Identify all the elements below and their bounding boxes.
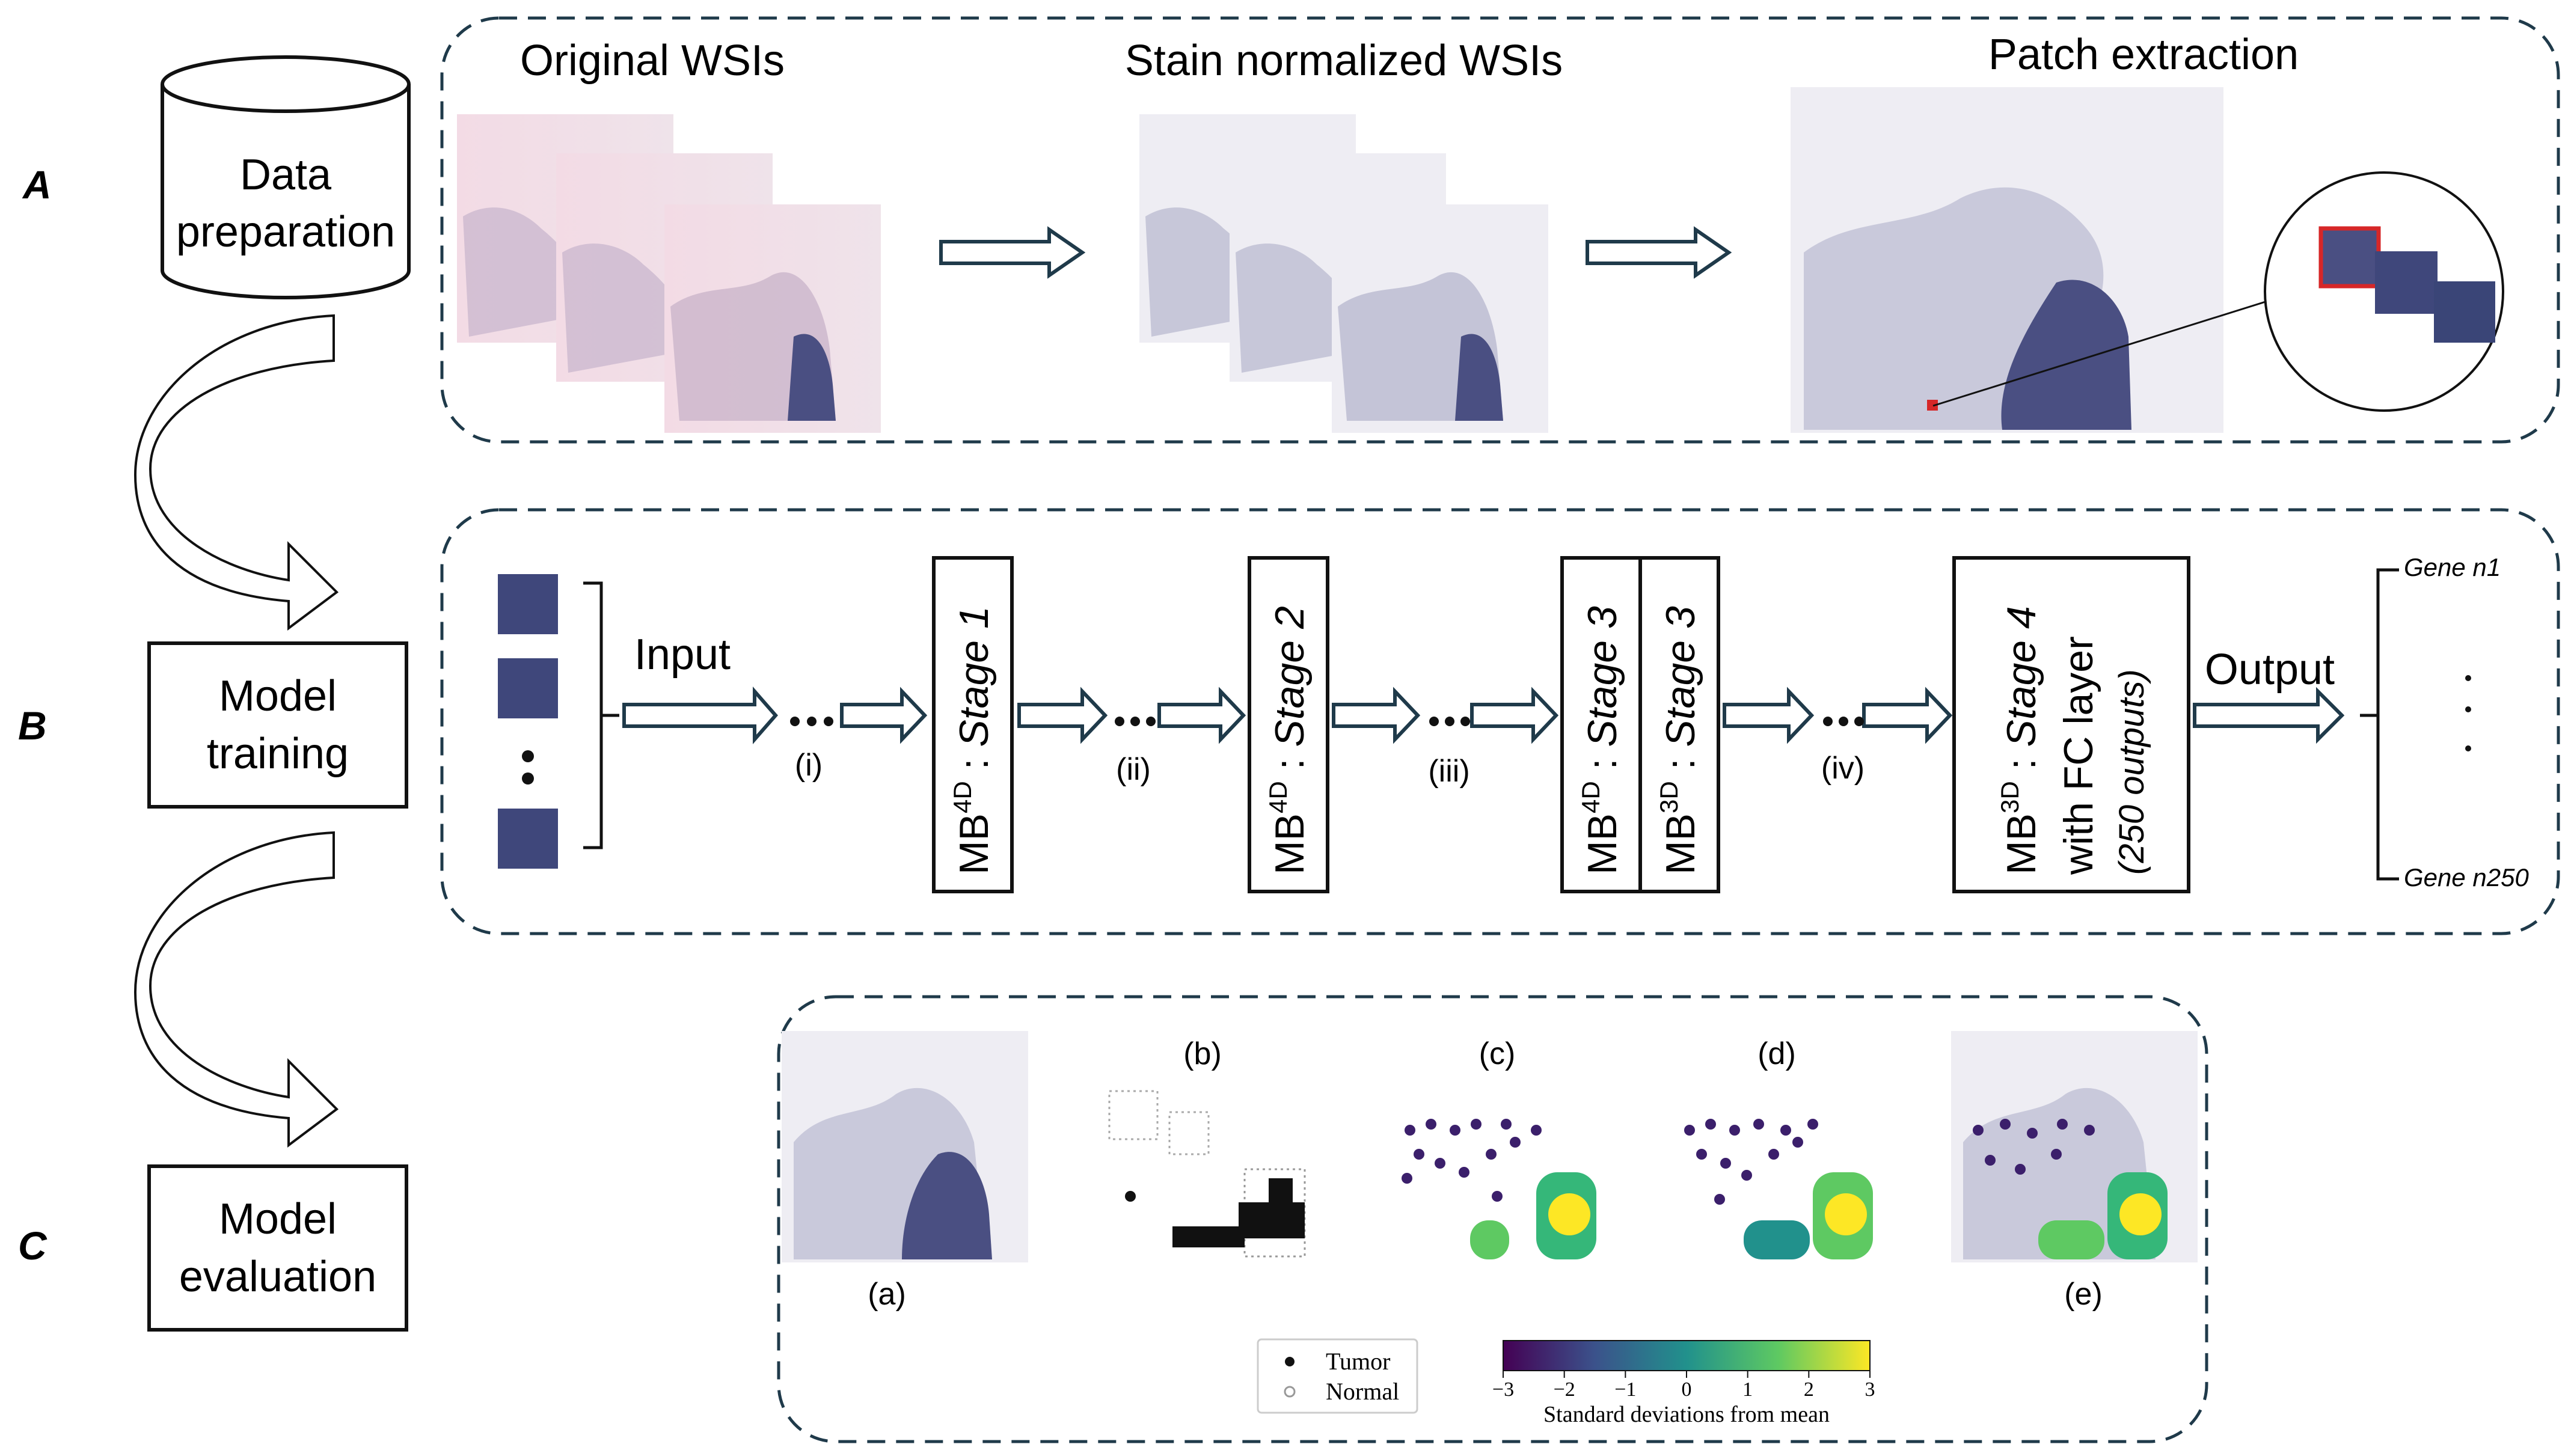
row-label-a: A <box>22 162 52 207</box>
block-stage4-line3: (250 outputs) <box>2112 669 2151 875</box>
connector-iii: (iii) <box>1428 754 1469 789</box>
output-bracket <box>2360 568 2399 881</box>
original-wsi-stack <box>457 114 881 433</box>
panel-c-container <box>777 995 2208 1443</box>
step-data-preparation-1: Data <box>240 151 332 199</box>
step-model-evaluation-2: evaluation <box>179 1253 376 1301</box>
patch-zoom-circle <box>2264 171 2504 412</box>
step-model-evaluation-1: Model <box>219 1195 337 1243</box>
sublabel-b: (b) <box>1183 1036 1222 1071</box>
step-data-preparation-2: preparation <box>176 208 395 256</box>
eval-plot-d-heatmap <box>1684 1119 1873 1259</box>
colorbar-tick-label: −1 <box>1614 1378 1636 1401</box>
block-stage1 <box>932 556 1014 893</box>
normalized-wsi-stack <box>1139 114 1548 433</box>
colorbar-label: Standard deviations from mean <box>1543 1402 1830 1427</box>
eval-image-e-overlay <box>1951 1031 2198 1262</box>
block-stage4 <box>1952 556 2190 893</box>
gene-n1: Gene n1 <box>2404 553 2501 581</box>
colorbar-tick-label: 0 <box>1682 1378 1692 1401</box>
colorbar-tick-label: 3 <box>1865 1378 1875 1401</box>
row-label-c: C <box>18 1223 47 1268</box>
title-stain-normalized-wsis: Stain normalized WSIs <box>1125 37 1563 85</box>
sublabel-e: (e) <box>2064 1277 2103 1312</box>
title-original-wsis: Original WSIs <box>520 37 785 85</box>
block-stage3b <box>1638 556 1720 893</box>
row-label-b: B <box>18 703 47 748</box>
input-bracket <box>583 581 619 849</box>
model-evaluation-box <box>147 1164 408 1332</box>
arrow-a1 <box>939 226 1086 279</box>
colorbar: −3 −2 −1 0 1 2 3 Standard deviations from mean <box>1492 1340 1875 1427</box>
eval-plot-b-tumor-normal <box>1108 1090 1306 1258</box>
step-model-training-2: training <box>207 730 349 778</box>
arrow-a2 <box>1586 226 1732 279</box>
sublabel-a: (a) <box>868 1277 906 1312</box>
sublabel-d: (d) <box>1757 1036 1796 1071</box>
colorbar-tick-label: 1 <box>1742 1378 1753 1401</box>
block-stage1-label: MB4D : Stage 1 <box>948 606 997 875</box>
model-training-box <box>147 641 408 809</box>
block-stage4-line2: with FC layer <box>2056 636 2101 875</box>
input-label: Input <box>634 631 731 679</box>
connector-i: (i) <box>795 748 823 783</box>
connector-ii: (ii) <box>1116 752 1151 787</box>
block-stage3b-label: MB3D : Stage 3 <box>1655 606 1703 875</box>
flow-arrow-1 <box>133 314 339 631</box>
eval-image-a <box>782 1031 1028 1262</box>
panel-a-container <box>440 16 2560 444</box>
block-stage3a-label: MB4D : Stage 3 <box>1577 606 1625 875</box>
panel-b-container <box>440 508 2560 935</box>
title-patch-extraction: Patch extraction <box>1988 31 2299 79</box>
block-stage2-label: MB4D : Stage 2 <box>1264 606 1313 875</box>
colorbar-tick-label: −3 <box>1492 1378 1514 1401</box>
eval-plot-c-heatmap <box>1402 1119 1596 1259</box>
colorbar-tick-label: 2 <box>1804 1378 1814 1401</box>
sublabel-c: (c) <box>1479 1036 1516 1071</box>
block-stage4-label: MB3D : Stage 4 <box>1996 606 2044 875</box>
legend-normal: Normal <box>1326 1378 1399 1405</box>
flow-arrows-b <box>622 687 2345 744</box>
data-preparation-cylinder <box>161 55 411 299</box>
patch-extraction-slide <box>1791 87 2327 433</box>
block-stage2 <box>1248 556 1329 893</box>
gene-ellipsis <box>2465 675 2471 751</box>
block-stage3a <box>1560 556 1642 893</box>
output-label: Output <box>2205 646 2335 694</box>
input-patches <box>498 574 558 869</box>
connector-iv: (iv) <box>1821 751 1865 786</box>
flow-arrow-2 <box>133 831 339 1148</box>
step-model-training-1: Model <box>219 672 337 720</box>
tumor-normal-legend: Tumor Normal <box>1257 1338 1418 1414</box>
legend-tumor: Tumor <box>1326 1348 1390 1375</box>
colorbar-tick-label: −2 <box>1554 1378 1575 1401</box>
gene-n250: Gene n250 <box>2404 863 2529 892</box>
ellipsis-dots <box>790 717 1864 726</box>
